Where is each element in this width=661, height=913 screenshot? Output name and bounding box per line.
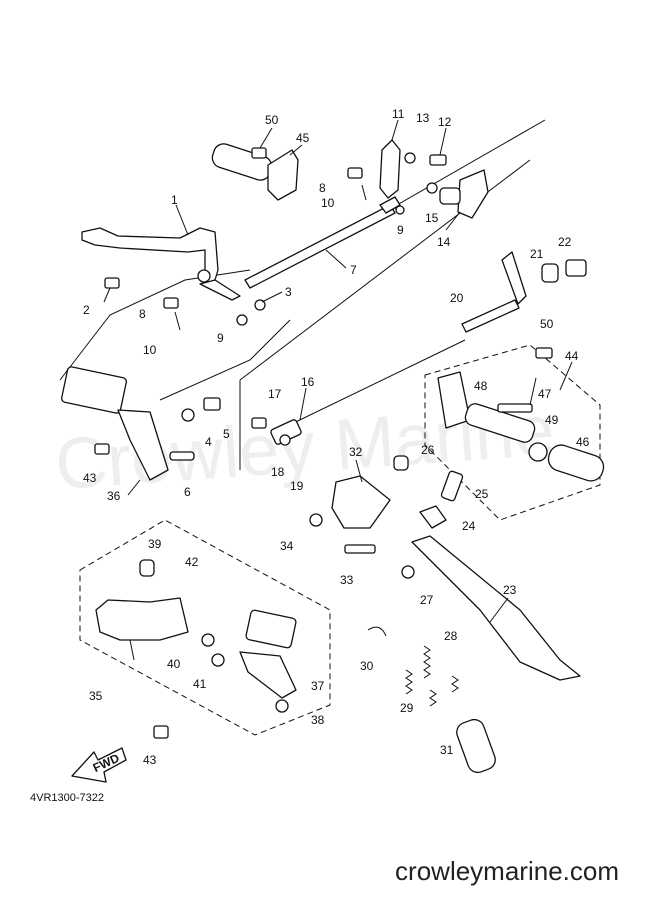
callout-25: 25	[475, 487, 489, 501]
callout-12: 12	[438, 115, 452, 129]
callout-32: 32	[349, 445, 363, 459]
callout-31: 31	[440, 743, 454, 757]
lower-assembly-frame	[79, 519, 331, 736]
callout-28: 28	[444, 629, 458, 643]
callout-20: 20	[450, 291, 464, 305]
catalog-code: 4VR1300-7322	[30, 792, 105, 804]
callout-39: 39	[148, 537, 162, 551]
callout-27: 27	[420, 593, 434, 607]
lower-footrest-part	[95, 559, 297, 739]
callout-41: 41	[193, 677, 207, 691]
brake-rod-part	[244, 196, 401, 289]
callout-11: 11	[392, 107, 405, 121]
callout-1: 1	[171, 193, 178, 207]
callout-6: 6	[184, 485, 191, 499]
footrest-assembly-frame	[424, 344, 601, 521]
callout-34: 34	[280, 539, 294, 553]
callout-36: 36	[107, 489, 121, 503]
callout-45: 45	[296, 131, 310, 145]
callout-9-upper: 9	[397, 223, 404, 237]
callout-48: 48	[474, 379, 488, 393]
callout-43-upper: 43	[83, 471, 97, 485]
callout-16: 16	[301, 375, 315, 389]
front-footrest-part	[437, 347, 605, 482]
shift-rod-part	[251, 339, 466, 446]
callout-labels: 1 2 3 4 5 6 7 8 8 9 9 10 10 11 12 13 14 …	[83, 107, 590, 767]
left-footrest-part	[61, 366, 221, 481]
callout-33: 33	[340, 573, 354, 587]
callout-9-lower: 9	[217, 331, 224, 345]
rear-footrest-part	[211, 143, 299, 201]
upper-fasteners	[104, 147, 447, 331]
site-url: crowleymarine.com	[395, 856, 619, 886]
callout-46: 46	[576, 435, 590, 449]
callout-49: 49	[545, 413, 559, 427]
callout-23: 23	[503, 583, 517, 597]
callout-18: 18	[271, 465, 285, 479]
callout-43-lower: 43	[143, 753, 157, 767]
callout-37: 37	[311, 679, 325, 693]
callout-4: 4	[205, 435, 212, 449]
callout-10-upper: 10	[321, 196, 335, 210]
brake-pedal-part	[81, 227, 241, 301]
shift-link-part	[461, 251, 587, 333]
callout-21: 21	[530, 247, 544, 261]
callout-50-upper: 50	[265, 113, 279, 127]
callout-13: 13	[416, 111, 430, 125]
callout-14: 14	[437, 235, 451, 249]
callout-40: 40	[167, 657, 181, 671]
callout-38: 38	[311, 713, 325, 727]
callout-8-upper: 8	[319, 181, 326, 195]
spring-parts	[367, 626, 496, 774]
callout-19: 19	[290, 479, 304, 493]
callout-26: 26	[421, 443, 435, 457]
callout-3: 3	[285, 285, 292, 299]
callout-35: 35	[89, 689, 103, 703]
leader-lines	[103, 119, 573, 661]
callout-22: 22	[558, 235, 572, 249]
callout-30: 30	[360, 659, 374, 673]
callout-47: 47	[538, 387, 552, 401]
callout-17: 17	[268, 387, 282, 401]
callout-15: 15	[425, 211, 439, 225]
callout-7: 7	[350, 263, 357, 277]
upper-bracket-part	[379, 139, 489, 219]
callout-10-lower: 10	[143, 343, 157, 357]
callout-2: 2	[83, 303, 90, 317]
callout-24: 24	[462, 519, 476, 533]
callout-8-lower: 8	[139, 307, 146, 321]
callout-50-lower: 50	[540, 317, 554, 331]
callout-5: 5	[223, 427, 230, 441]
callout-44: 44	[565, 349, 579, 363]
fwd-arrow-icon: FWD	[71, 747, 127, 783]
callout-29: 29	[400, 701, 414, 715]
sidestand-part	[401, 470, 581, 681]
callout-42: 42	[185, 555, 199, 569]
